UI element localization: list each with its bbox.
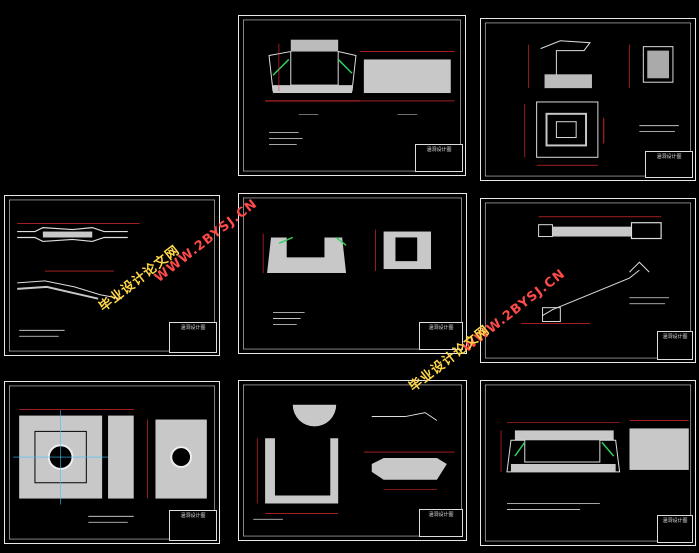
sheet-1-drawing: [243, 19, 461, 172]
title-block: 涵洞设计图: [645, 151, 693, 178]
title-block-name: 涵洞设计图: [656, 154, 682, 160]
title-block-name: 涵洞设计图: [662, 334, 688, 340]
sheet-6-drawing: [8, 385, 216, 540]
title-block: 涵洞设计图: [169, 510, 217, 541]
drawing-sheet-8[interactable]: 涵洞设计图: [480, 380, 696, 546]
drawing-sheet-4[interactable]: 涵洞设计图: [238, 193, 467, 354]
title-block-name: 涵洞设计图: [662, 518, 688, 524]
title-block-name: 涵洞设计图: [428, 512, 454, 518]
sheet-8-drawing: [484, 384, 692, 542]
drawing-sheet-2[interactable]: 涵洞设计图: [480, 18, 696, 181]
title-block: 涵洞设计图: [657, 515, 693, 543]
drawing-sheet-7[interactable]: 涵洞设计图: [238, 380, 467, 541]
title-block: 涵洞设计图: [169, 322, 217, 353]
title-block-name: 涵洞设计图: [180, 513, 206, 519]
title-block: 涵洞设计图: [419, 509, 463, 537]
sheet-7-drawing: [243, 384, 462, 537]
title-block-name: 涵洞设计图: [180, 325, 206, 331]
drawing-sheet-1[interactable]: 涵洞设计图: [238, 15, 466, 176]
drawing-sheet-6[interactable]: 涵洞设计图: [4, 381, 220, 544]
drawing-sheet-5[interactable]: 涵洞设计图: [480, 198, 696, 363]
sheet-3-drawing: [8, 199, 216, 352]
sheet-4-drawing: [243, 197, 462, 350]
title-block-name: 涵洞设计图: [426, 147, 452, 153]
title-block: 涵洞设计图: [657, 331, 693, 360]
title-block-name: 涵洞设计图: [428, 325, 454, 331]
title-block: 涵洞设计图: [415, 144, 463, 172]
title-block: 涵洞设计图: [419, 322, 463, 350]
drawing-sheet-3[interactable]: 涵洞设计图: [4, 195, 220, 356]
sheet-5-drawing: [484, 202, 692, 359]
sheet-2-drawing: [484, 22, 692, 177]
